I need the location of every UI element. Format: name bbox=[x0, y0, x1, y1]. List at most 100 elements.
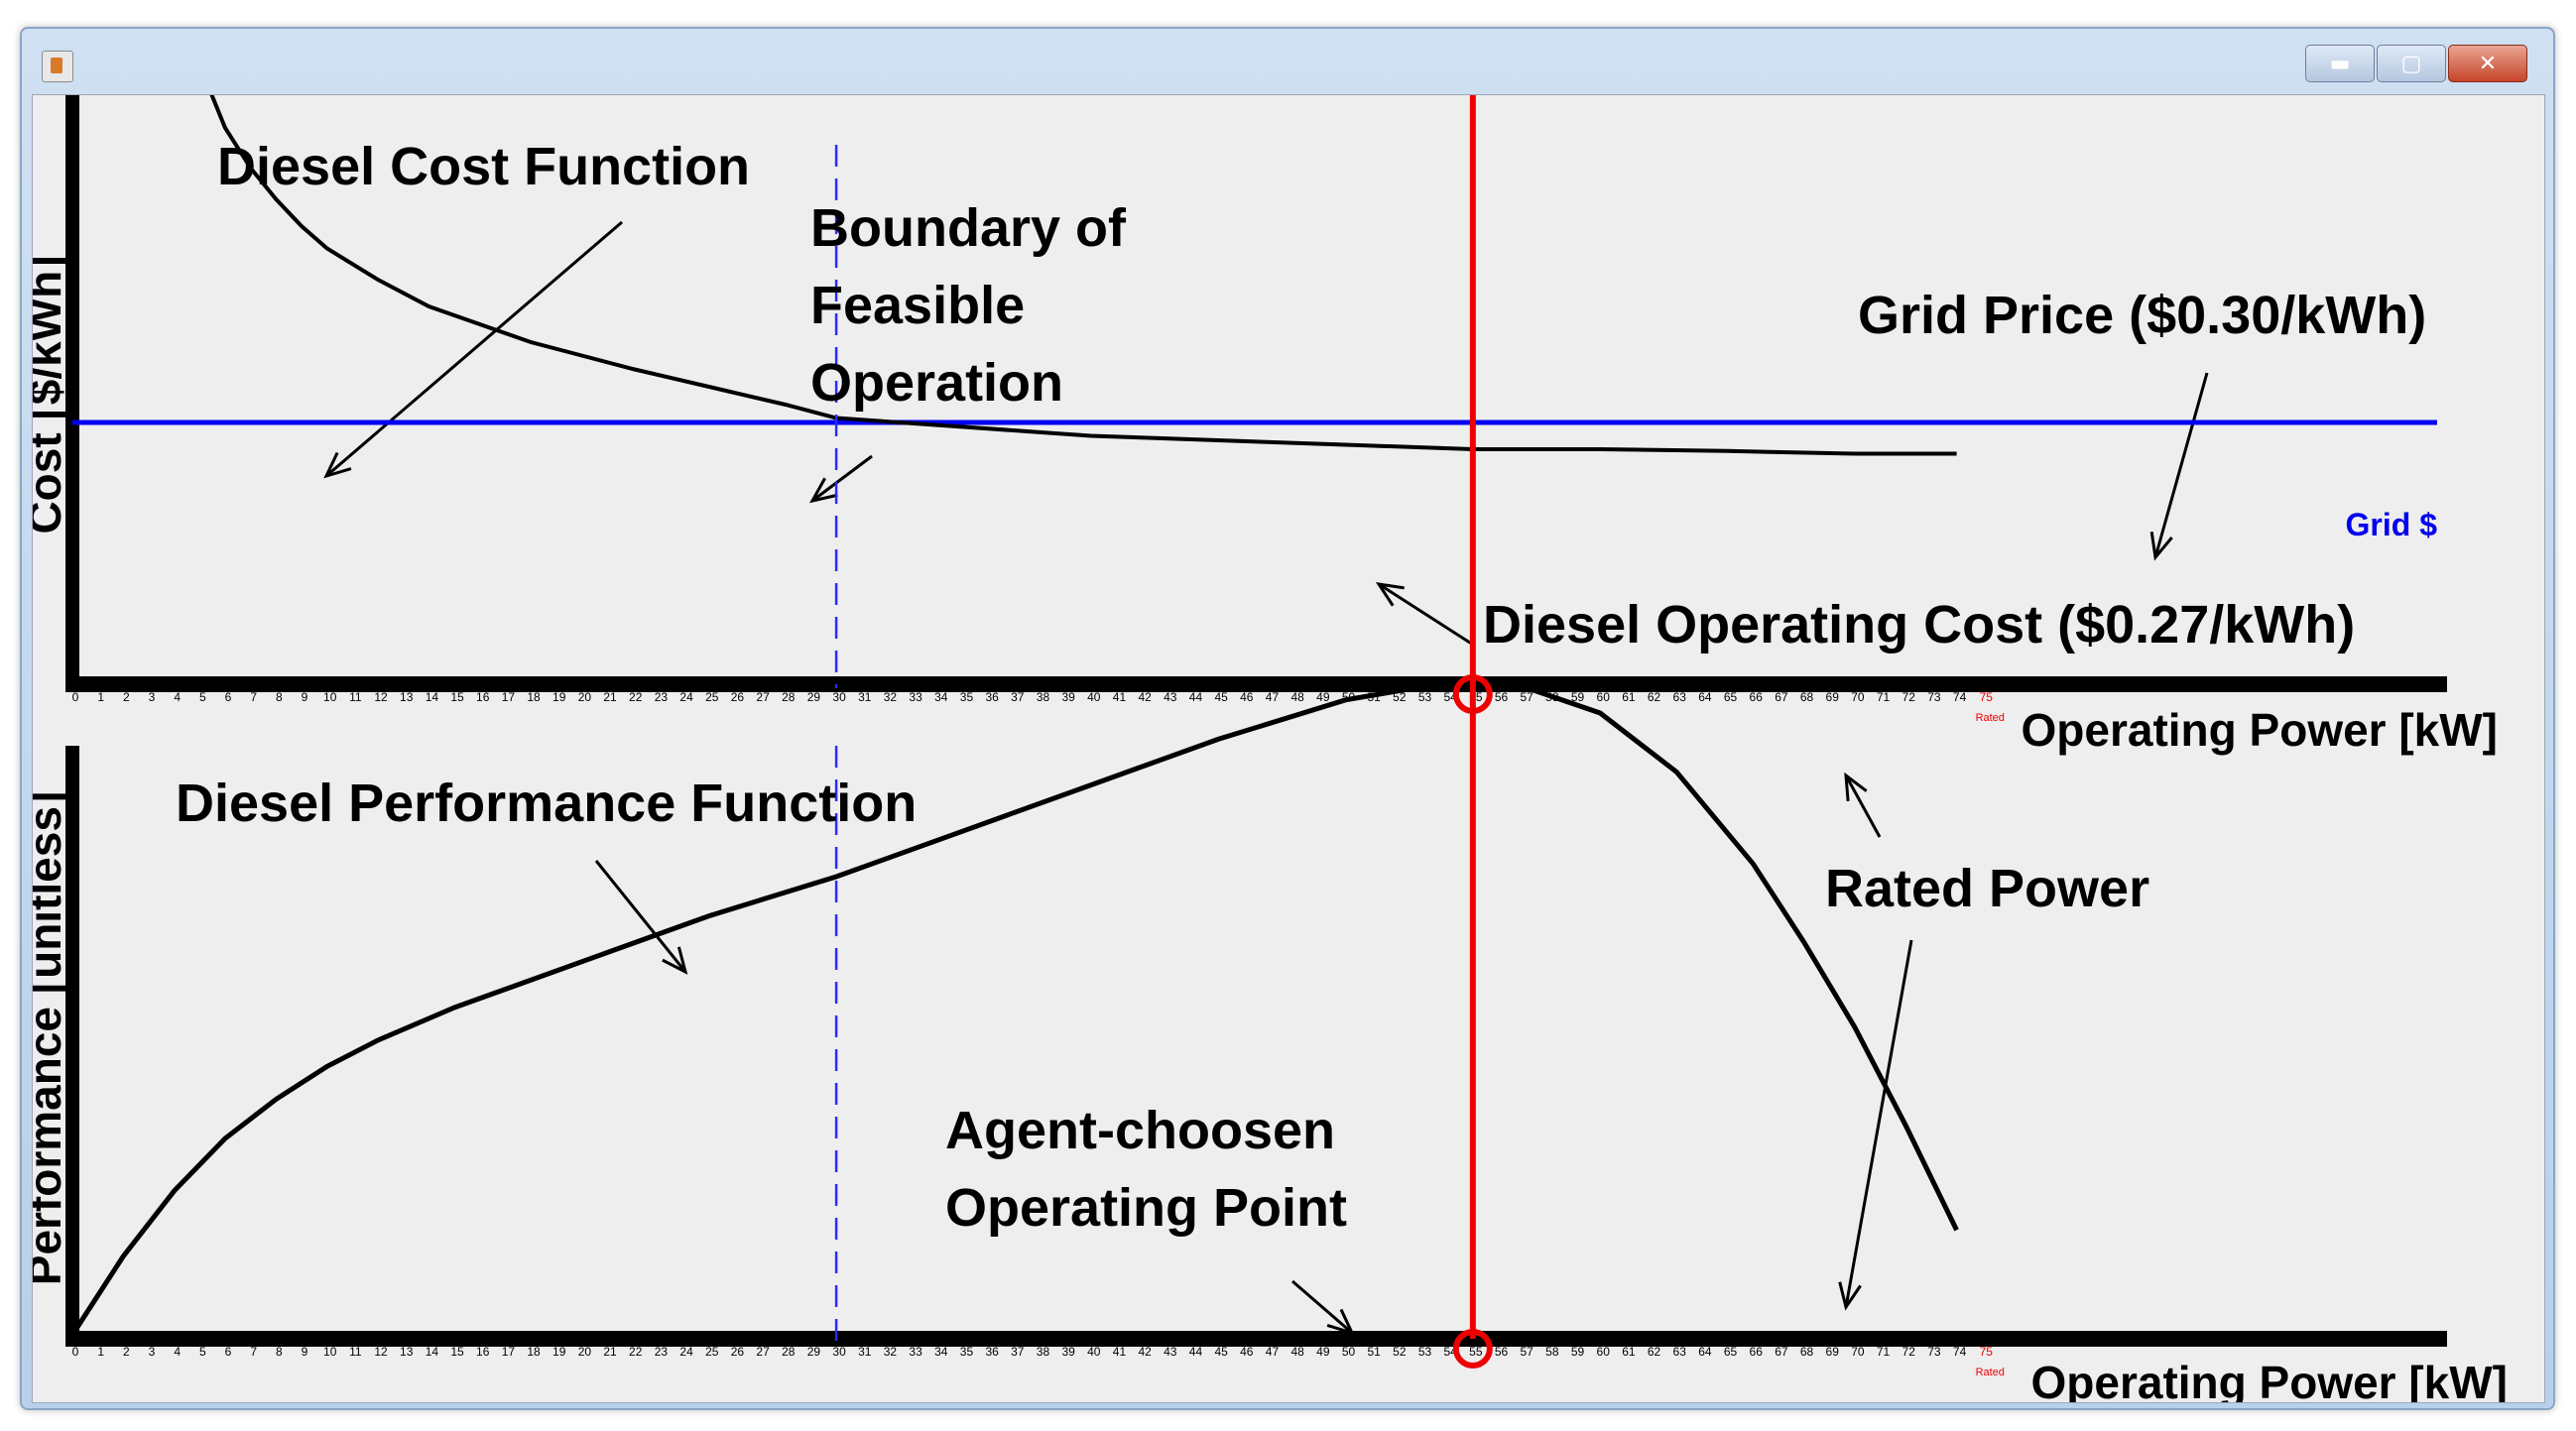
bottom-x-tick-label: 43 bbox=[1164, 1345, 1177, 1359]
bottom-x-tick-label: 25 bbox=[705, 1345, 719, 1359]
bottom-x-tick-label: 71 bbox=[1877, 1345, 1891, 1359]
bottom-x-tick-label: 58 bbox=[1545, 1345, 1559, 1359]
top-x-tick-label: 5 bbox=[199, 690, 206, 704]
maximize-icon: ▢ bbox=[2400, 51, 2422, 76]
top-x-tick-label: 20 bbox=[578, 690, 592, 704]
bottom-x-tick-label: 59 bbox=[1571, 1345, 1585, 1359]
bottom-x-tick-label: 4 bbox=[174, 1345, 181, 1359]
minimize-button[interactable]: ▬ bbox=[2305, 45, 2375, 82]
diesel-performance-function-label: Diesel Performance Function bbox=[176, 774, 917, 833]
top-x-tick-label: 24 bbox=[679, 690, 693, 704]
top-x-tick-label: 53 bbox=[1418, 690, 1432, 704]
bottom-y-axis-label: Performance [unitless] bbox=[33, 791, 70, 1285]
agent-operating-point-line2: Operating Point bbox=[945, 1178, 1347, 1238]
top-x-tick-label: 4 bbox=[174, 690, 181, 704]
bottom-x-tick-label: 55 bbox=[1469, 1345, 1483, 1359]
boundary-arrow-head bbox=[809, 477, 838, 504]
bottom-x-tick-label: 32 bbox=[884, 1345, 898, 1359]
top-x-tick-label: 34 bbox=[934, 690, 948, 704]
top-x-tick-label: 49 bbox=[1316, 690, 1330, 704]
bottom-x-tick-label: 17 bbox=[502, 1345, 516, 1359]
top-x-tick-label: 16 bbox=[476, 690, 490, 704]
bottom-x-tick-label: 65 bbox=[1724, 1345, 1738, 1359]
top-x-tick-label: 39 bbox=[1061, 690, 1075, 704]
top-x-tick-label: 38 bbox=[1037, 690, 1050, 704]
bottom-x-tick-label: 29 bbox=[807, 1345, 821, 1359]
top-x-tick-label: 27 bbox=[756, 690, 770, 704]
bottom-x-tick-label: 44 bbox=[1189, 1345, 1203, 1359]
bottom-x-tick-label: 20 bbox=[578, 1345, 592, 1359]
maximize-button[interactable]: ▢ bbox=[2377, 45, 2446, 82]
top-x-tick-label: 57 bbox=[1521, 690, 1534, 704]
bottom-x-tick-label: 62 bbox=[1648, 1345, 1661, 1359]
top-x-tick-label: 7 bbox=[250, 690, 257, 704]
bottom-x-tick-label: 69 bbox=[1826, 1345, 1840, 1359]
top-x-tick-label: 64 bbox=[1698, 690, 1712, 704]
top-x-tick-label: 70 bbox=[1851, 690, 1865, 704]
top-x-tick-label: 2 bbox=[123, 690, 130, 704]
java-cup-icon bbox=[42, 51, 73, 82]
top-x-tick-label: 13 bbox=[400, 690, 414, 704]
top-x-tick-label: 8 bbox=[276, 690, 283, 704]
rated-power-label: Rated Power bbox=[1825, 859, 2149, 918]
minimize-icon: ▬ bbox=[2329, 51, 2351, 76]
bottom-x-tick-label: 0 bbox=[72, 1345, 79, 1359]
bottom-x-tick-label: 57 bbox=[1521, 1345, 1534, 1359]
top-x-tick-label: 35 bbox=[960, 690, 974, 704]
bottom-x-tick-label: 45 bbox=[1214, 1345, 1228, 1359]
top-x-tick-label: 10 bbox=[323, 690, 337, 704]
top-x-tick-label: 43 bbox=[1164, 690, 1177, 704]
bottom-x-rated-tick-label: 75 bbox=[1980, 1345, 1994, 1359]
top-x-tick-label: 23 bbox=[655, 690, 669, 704]
top-x-tick-label: 51 bbox=[1367, 690, 1381, 704]
bottom-x-tick-label: 39 bbox=[1061, 1345, 1075, 1359]
close-button[interactable]: ✕ bbox=[2448, 45, 2527, 82]
top-x-tick-label: 68 bbox=[1800, 690, 1814, 704]
bottom-x-tick-label: 1 bbox=[97, 1345, 104, 1359]
top-x-tick-label: 25 bbox=[705, 690, 719, 704]
bottom-x-tick-label: 56 bbox=[1495, 1345, 1509, 1359]
operating-point-marker-top bbox=[1452, 674, 1493, 714]
boundary-arrow bbox=[811, 454, 873, 503]
top-x-tick-label: 36 bbox=[985, 690, 999, 704]
bottom-x-tick-label: 63 bbox=[1673, 1345, 1687, 1359]
bottom-x-tick-label: 51 bbox=[1367, 1345, 1381, 1359]
bottom-x-tick-label: 72 bbox=[1902, 1345, 1916, 1359]
bottom-x-tick-label: 38 bbox=[1037, 1345, 1050, 1359]
bottom-x-tick-label: 9 bbox=[302, 1345, 308, 1359]
top-x-tick-label: 58 bbox=[1545, 690, 1559, 704]
bottom-x-tick-label: 31 bbox=[858, 1345, 872, 1359]
diesel-cost-curve bbox=[209, 95, 1957, 456]
bottom-x-tick-label: 42 bbox=[1138, 1345, 1152, 1359]
top-x-tick-label: 12 bbox=[374, 690, 388, 704]
bottom-x-tick-label: 13 bbox=[400, 1345, 414, 1359]
grid-series-label: Grid $ bbox=[2346, 507, 2438, 542]
bottom-x-tick-label: 21 bbox=[603, 1345, 617, 1359]
top-x-tick-label: 74 bbox=[1953, 690, 1967, 704]
top-x-tick-label: 61 bbox=[1622, 690, 1636, 704]
bottom-x-tick-label: 8 bbox=[276, 1345, 283, 1359]
title-bar[interactable]: ▬ ▢ ✕ bbox=[22, 29, 2553, 92]
top-x-tick-label: 63 bbox=[1673, 690, 1687, 704]
bottom-x-tick-label: 60 bbox=[1597, 1345, 1611, 1359]
top-x-tick-label: 48 bbox=[1290, 690, 1304, 704]
bottom-x-tick-label: 61 bbox=[1622, 1345, 1636, 1359]
top-x-tick-label: 52 bbox=[1393, 690, 1407, 704]
operating-point-marker-bottom bbox=[1452, 1329, 1493, 1369]
top-x-tick-label: 22 bbox=[629, 690, 643, 704]
rated-power-arrow-up bbox=[1844, 775, 1882, 838]
bottom-x-tick-label: 67 bbox=[1775, 1345, 1788, 1359]
bottom-x-tick-label: 73 bbox=[1927, 1345, 1941, 1359]
top-x-tick-label: 44 bbox=[1189, 690, 1203, 704]
top-y-axis-label: Cost [$/kWh] bbox=[33, 255, 70, 534]
bottom-x-tick-label: 40 bbox=[1087, 1345, 1101, 1359]
bottom-x-tick-label: 14 bbox=[426, 1345, 439, 1359]
top-x-tick-label: 29 bbox=[807, 690, 821, 704]
bottom-x-tick-label: 46 bbox=[1240, 1345, 1254, 1359]
bottom-x-tick-label: 74 bbox=[1953, 1345, 1967, 1359]
grid-price-arrow bbox=[2153, 372, 2209, 558]
rated-power-arrow-down-head bbox=[1838, 1281, 1862, 1311]
top-x-tick-label: 9 bbox=[302, 690, 308, 704]
